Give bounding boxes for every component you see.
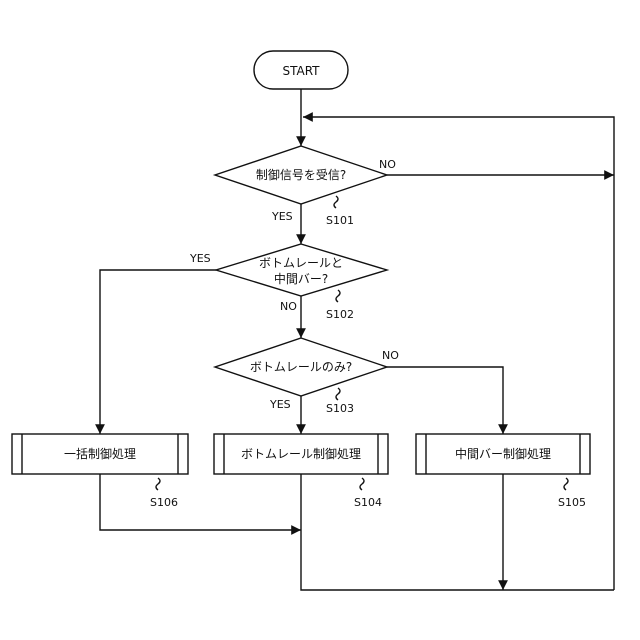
ref-s101: S101 [326,214,354,227]
ref-tilde-icon [156,478,160,490]
decision-s102-text-line2: 中間バー? [274,271,328,286]
ref-s103: S103 [326,402,354,415]
process-s104-label: ボトムレール制御処理 [241,446,361,461]
decision-s102: ボトムレールと 中間バー? YES NO S102 [189,244,387,321]
decision-s101-no-label: NO [379,158,396,171]
decision-s102-no-label: NO [280,300,297,313]
ref-tilde-icon [360,478,364,490]
ref-s102: S102 [326,308,354,321]
ref-s105: S105 [558,496,586,509]
process-s106-label: 一括制御処理 [64,446,136,461]
decision-s101: 制御信号を受信? NO YES S101 [215,146,396,227]
decision-s103: ボトムレールのみ? NO YES S103 [215,338,399,415]
start-label: START [282,64,320,78]
ref-tilde-icon [564,478,568,490]
decision-s101-text: 制御信号を受信? [256,167,346,182]
decision-s102-text-line1: ボトムレールと [259,256,343,270]
ref-s106: S106 [150,496,178,509]
ref-tilde-icon [336,290,340,302]
decision-s101-yes-label: YES [271,210,293,223]
decision-s102-yes-label: YES [189,252,211,265]
ref-s104: S104 [354,496,382,509]
process-s105-label: 中間バー制御処理 [455,446,551,461]
start-terminal: START [254,51,348,89]
ref-tilde-icon [336,388,340,400]
decision-s103-text: ボトムレールのみ? [250,360,352,374]
ref-tilde-icon [334,196,338,208]
decision-s103-no-label: NO [382,349,399,362]
decision-s103-yes-label: YES [269,398,291,411]
